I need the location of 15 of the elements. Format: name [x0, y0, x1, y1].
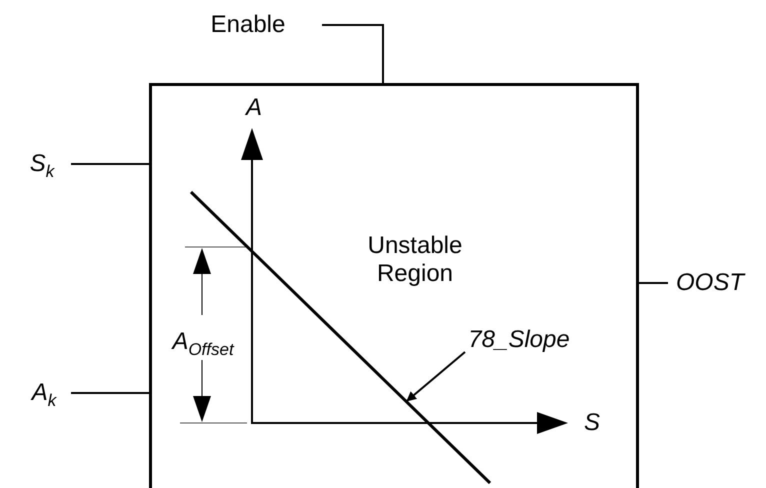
connector-line — [71, 392, 149, 394]
signal-label: S$_{k}$ — [24, 150, 60, 178]
signal-label: A$_{k}$ — [24, 379, 64, 407]
axis-label: S — [582, 409, 601, 437]
connector-line — [71, 163, 149, 165]
connector-line — [639, 282, 668, 284]
axis-label: A — [244, 94, 263, 122]
signal-label: 78_Slope — [464, 326, 574, 354]
signal-label: OOST — [670, 269, 750, 297]
leader-arrow — [406, 351, 466, 402]
dimension-label: A$_{Offset}$ — [170, 328, 236, 356]
block-frame — [149, 83, 639, 488]
connector-line — [322, 24, 384, 83]
signal-label: Enable — [208, 11, 288, 39]
region-label: Unstable Region — [366, 232, 464, 288]
